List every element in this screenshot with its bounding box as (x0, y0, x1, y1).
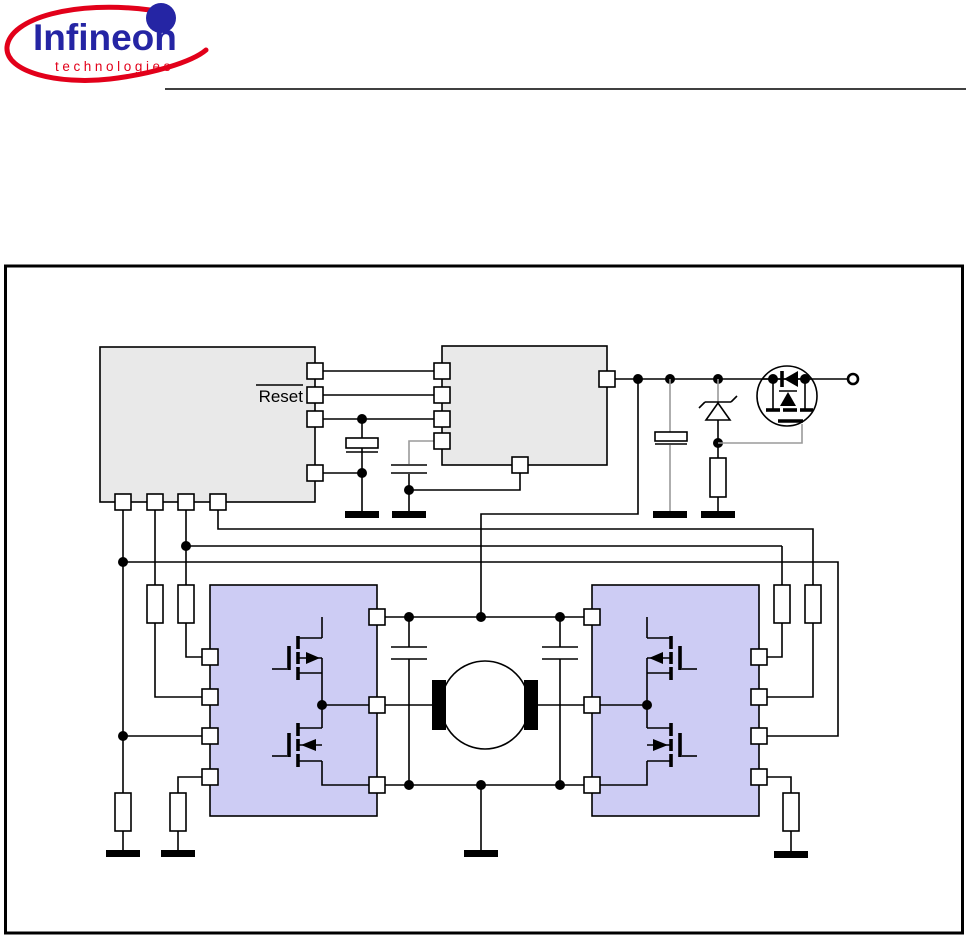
resonator (345, 414, 379, 518)
fet-arrow-icon (306, 652, 320, 664)
resistor-r5 (106, 792, 140, 857)
body-diode-icon (784, 371, 798, 387)
mosfet-lowside-left (272, 705, 377, 786)
ground-icon (464, 850, 498, 857)
logo-dot-icon (146, 3, 176, 33)
driver-ic-block (433, 345, 616, 474)
resistor-r1 (146, 584, 164, 624)
protection-mosfet (756, 365, 818, 427)
motor-brush-icon (432, 680, 446, 730)
resistor-r3 (773, 584, 791, 624)
reset-label: Reset (259, 387, 304, 406)
resistor-r2 (177, 584, 195, 624)
zener-diode (698, 379, 738, 458)
ground-icon (392, 511, 426, 518)
motor-brush-icon (524, 680, 538, 730)
fet-arrow-icon (649, 652, 663, 664)
microcontroller-block: Reset (99, 346, 324, 511)
resistor-r7 (759, 776, 808, 858)
half-bridge-right-block (583, 584, 768, 817)
ground-icon (161, 850, 195, 857)
channel-diode-icon (780, 392, 796, 406)
ground-icon (106, 850, 140, 857)
resistor-r6 (161, 776, 202, 857)
ground-icon (774, 851, 808, 858)
logo-brand-text: Infineon (33, 17, 177, 58)
logo-swoosh-icon (4, 4, 209, 83)
dc-motor (432, 660, 538, 750)
ground-icon (345, 511, 379, 518)
suppression-capacitor-left (391, 617, 427, 785)
suppression-capacitor-right (542, 617, 578, 785)
ground-icon (653, 511, 687, 518)
fet-arrow-icon (301, 739, 316, 751)
resistor-r4 (804, 584, 822, 624)
mosfet-lowside-right (592, 705, 697, 786)
capacitor-c1 (391, 440, 521, 518)
logo-subtitle-text: technologies (55, 59, 174, 74)
fet-arrow-icon (653, 739, 668, 751)
half-bridge-left-block (201, 584, 386, 817)
battery-terminal-icon (846, 372, 860, 386)
gate-lead (718, 424, 803, 444)
resistor-gate (701, 457, 735, 518)
signal-wires-top (323, 370, 434, 474)
mosfet-highside-left (272, 617, 323, 705)
capacitor-c2 (653, 379, 688, 518)
infineon-logo: Infineon technologies (4, 3, 209, 83)
ground-icon (701, 511, 735, 518)
mosfet-highside-right (646, 617, 697, 705)
control-wires (118, 510, 839, 793)
